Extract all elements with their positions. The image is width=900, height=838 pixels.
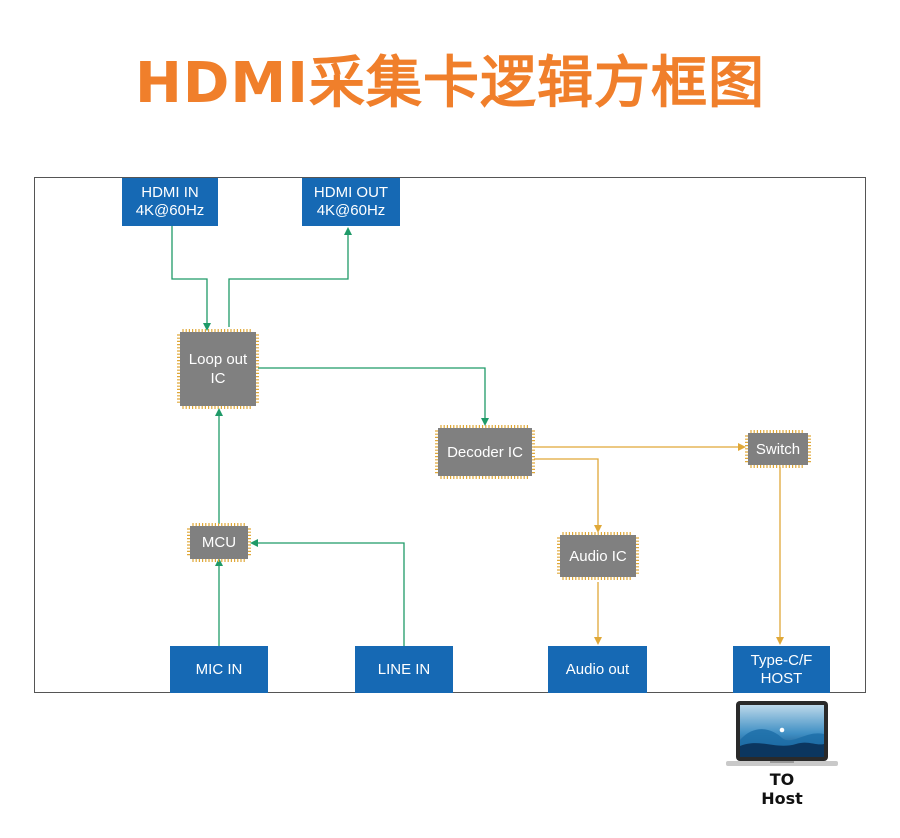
type-c-host-port: Type-C/F HOST	[733, 646, 830, 693]
to-host-line2: Host	[761, 789, 803, 808]
page-title: HDMI采集卡逻辑方框图	[135, 51, 765, 116]
wire-loop-to-hdmi-out	[228, 227, 352, 327]
mcu-label: MCU	[201, 534, 237, 551]
loop-out-ic: Loop out IC	[180, 332, 256, 406]
decoder-ic-label: Decoder IC	[447, 443, 523, 461]
switch-chip: Switch	[748, 433, 808, 465]
chip-pins	[177, 329, 811, 580]
chip-pin-ticks	[435, 425, 535, 479]
laptop-icon	[726, 701, 838, 766]
hdmi-out-label: HDMI OUT 4K@60Hz	[313, 184, 389, 219]
to-host-line1: TO	[769, 770, 795, 789]
chip-pin-ticks	[177, 329, 259, 409]
wire-line-to-mcu	[250, 539, 405, 646]
wire-decoder-to-audio	[534, 458, 602, 533]
mic-in-label: MIC IN	[195, 660, 243, 678]
type-c-host-label: Type-C/F HOST	[750, 651, 813, 687]
hdmi-in-port: HDMI IN 4K@60Hz	[122, 178, 218, 226]
audio-ic-label: Audio IC	[569, 547, 627, 565]
wire-loop-to-decoder	[258, 367, 489, 426]
chip-pin-ticks	[557, 532, 639, 580]
audio-out-port: Audio out	[548, 646, 647, 693]
switch-label: Switch	[755, 440, 801, 458]
loop-out-ic-label: Loop out IC	[188, 351, 248, 387]
to-host-label: TO Host	[742, 770, 822, 808]
hdmi-in-label: HDMI IN 4K@60Hz	[135, 184, 205, 219]
mic-in-port: MIC IN	[170, 646, 268, 693]
line-in-port: LINE IN	[355, 646, 453, 693]
audio-out-label: Audio out	[565, 660, 630, 678]
chip-pin-ticks	[187, 523, 251, 562]
mcu-chip: MCU	[190, 526, 248, 559]
audio-ic: Audio IC	[560, 535, 636, 577]
hdmi-out-port: HDMI OUT 4K@60Hz	[302, 178, 400, 226]
wire-hdmi-in-to-loop	[171, 226, 211, 331]
chip-pin-ticks	[745, 430, 811, 468]
decoder-ic: Decoder IC	[438, 428, 532, 476]
line-in-label: LINE IN	[377, 660, 431, 678]
